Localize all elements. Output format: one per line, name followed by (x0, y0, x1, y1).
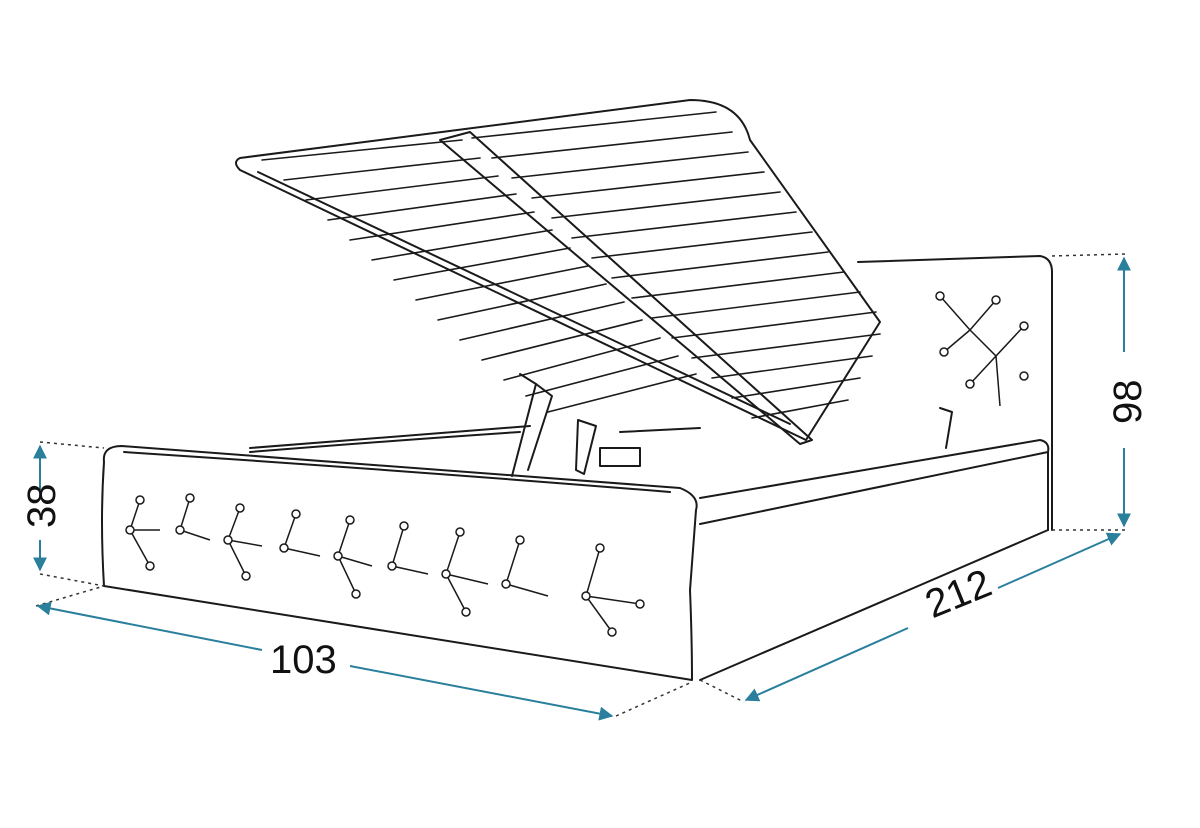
back-rail (249, 425, 701, 449)
slatted-frame-outer (235, 99, 881, 441)
headboard (857, 255, 1053, 437)
footboard-top-curve (123, 451, 671, 493)
width-arrow-left (36, 601, 263, 651)
length-arrow-left (744, 627, 909, 702)
frame-inner-bar (257, 171, 791, 425)
headboard-height-dimension-label: 98 (1106, 379, 1150, 425)
headboard-tufting (935, 291, 1029, 407)
dimension-guides (35, 253, 1127, 717)
far-side-rail-top (699, 439, 1050, 525)
width-dimension-label: 103 (270, 638, 337, 682)
slatted-frame-center (439, 131, 813, 445)
length-arrow-right (997, 532, 1122, 589)
inner-base-line (249, 431, 521, 453)
lift-mechanism (511, 373, 953, 477)
far-side-rail-bottom (699, 529, 1049, 681)
slats-left (261, 139, 697, 413)
footboard-tufting (129, 497, 641, 633)
slats-right (471, 111, 881, 419)
width-arrow-right (349, 665, 614, 721)
tufted-button (125, 493, 645, 637)
side-height-dimension-label: 38 (20, 483, 64, 529)
dimension-arrows (33, 256, 1131, 721)
footboard (101, 445, 698, 681)
bed-frame-drawing (101, 99, 1053, 681)
